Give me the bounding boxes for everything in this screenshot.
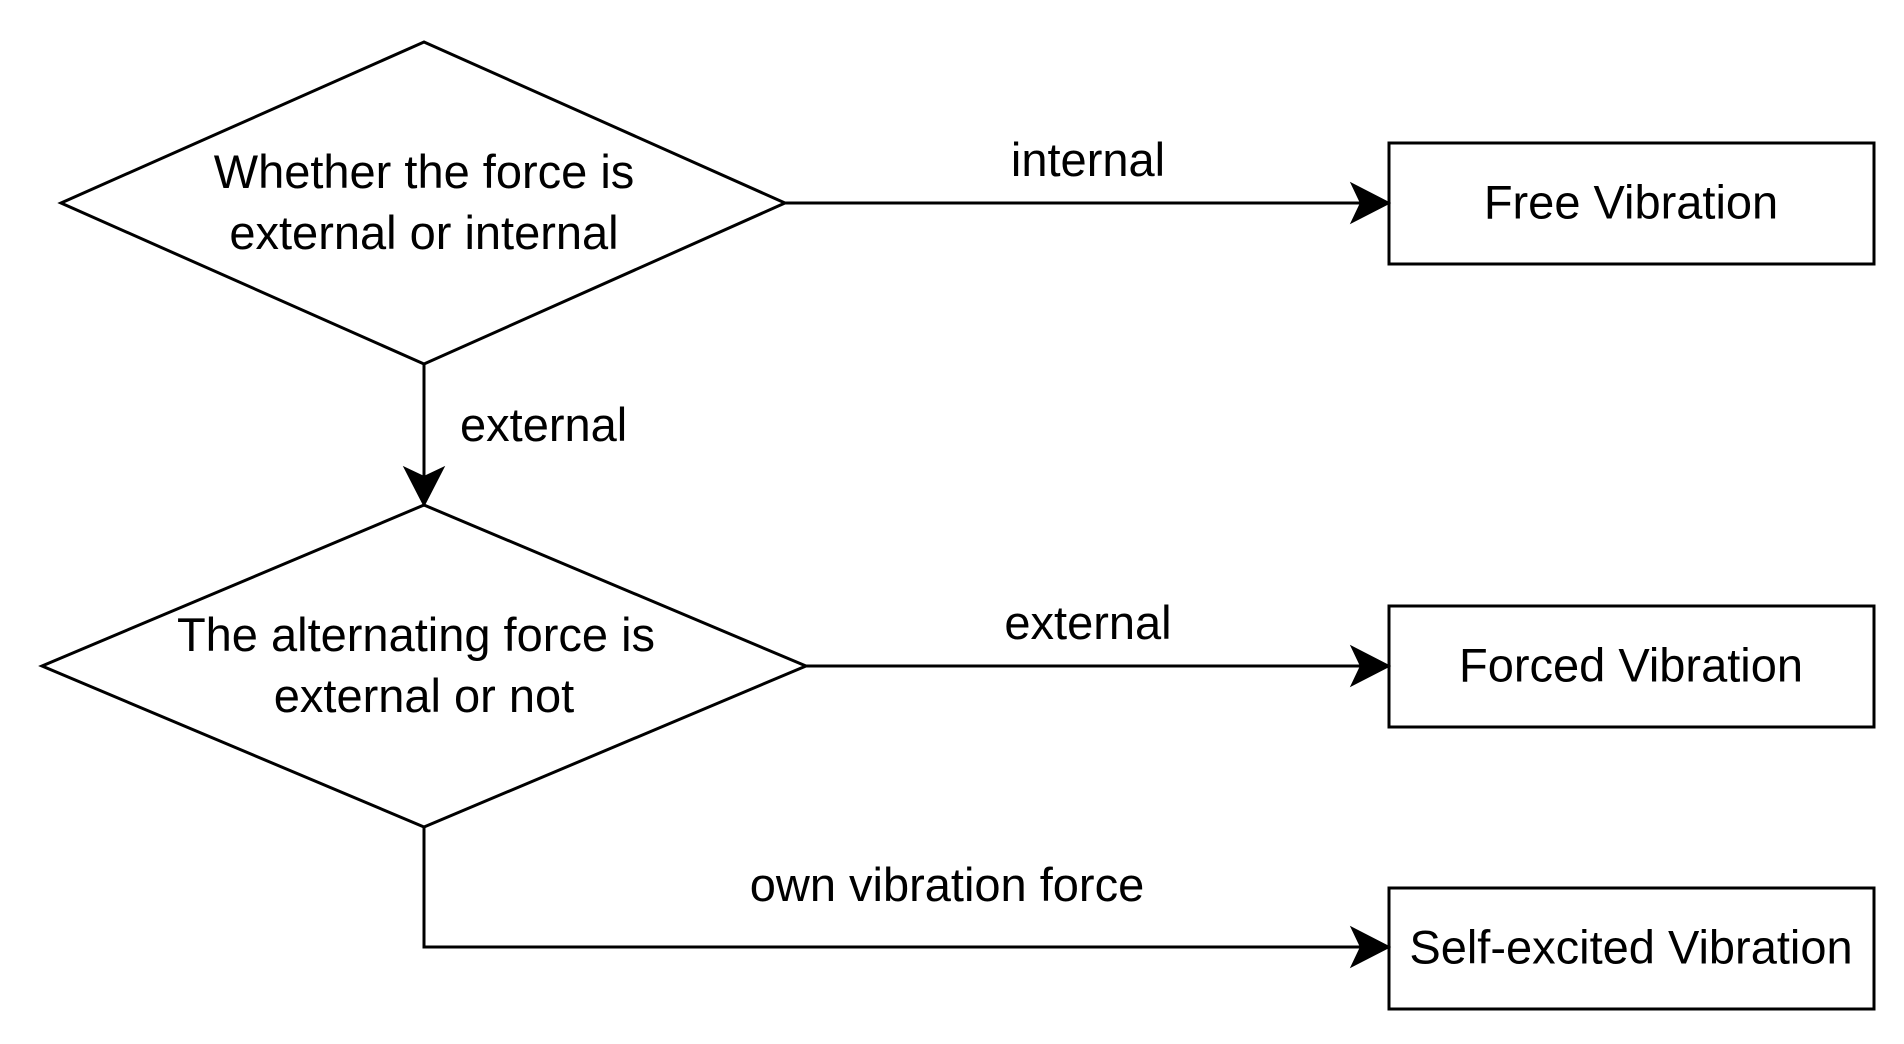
arrowhead-icon — [1349, 181, 1392, 225]
forced-vibration-rect — [1387, 604, 1876, 729]
decision-force-origin-line-1: Whether the force is — [214, 145, 635, 198]
edge-to-forced-vibration-label: external — [1004, 596, 1171, 649]
decision-alternating-diamond — [38, 503, 810, 829]
edge-to-self-excited-vibration-label: own vibration force — [750, 858, 1144, 911]
arrowhead-icon — [1349, 925, 1392, 969]
decision-alternating: The alternating force is external or not — [38, 503, 810, 829]
decision-force-origin-diamond — [57, 40, 789, 366]
self-excited-vibration-rect — [1387, 886, 1876, 1011]
arrowhead-icon — [1349, 644, 1392, 688]
forced-vibration-box: Forced Vibration — [1387, 604, 1876, 729]
edge-to-alternating-label: external — [460, 398, 627, 451]
free-vibration-box: Free Vibration — [1387, 141, 1876, 266]
free-vibration-label: Free Vibration — [1484, 176, 1778, 229]
edge-to-self-excited-vibration-line — [422, 827, 1366, 949]
edge-to-free-vibration-label: internal — [1011, 133, 1165, 186]
self-excited-vibration-label: Self-excited Vibration — [1409, 921, 1852, 974]
edge-to-free-vibration: internal — [785, 133, 1392, 225]
decision-force-origin: Whether the force is external or interna… — [57, 40, 789, 366]
arrowhead-icon — [402, 465, 446, 508]
decision-alternating-line-2: external or not — [274, 669, 574, 722]
edge-to-self-excited-vibration: own vibration force — [422, 827, 1392, 969]
free-vibration-rect — [1387, 141, 1876, 266]
edge-to-forced-vibration: external — [806, 596, 1392, 688]
decision-force-origin-line-2: external or internal — [229, 206, 618, 259]
self-excited-vibration-box: Self-excited Vibration — [1387, 886, 1876, 1011]
edge-to-alternating: external — [402, 364, 627, 508]
decision-alternating-line-1: The alternating force is — [177, 608, 655, 661]
forced-vibration-label: Forced Vibration — [1459, 639, 1803, 692]
